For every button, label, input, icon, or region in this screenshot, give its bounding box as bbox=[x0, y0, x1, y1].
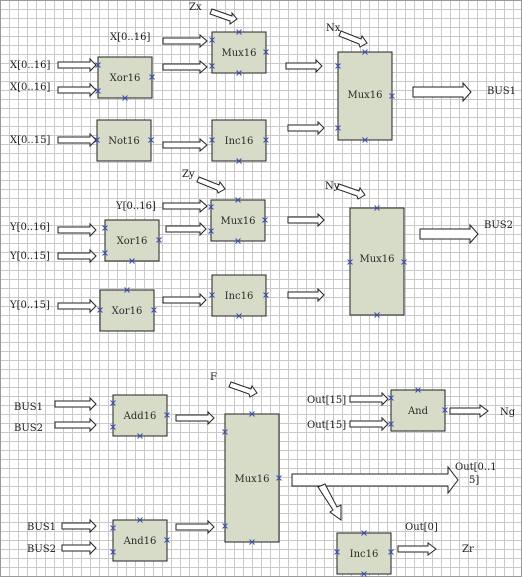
xor-y1-label: Xor16 bbox=[117, 236, 148, 247]
xor-to-mux-arrow bbox=[162, 59, 208, 75]
zr-label: Zr bbox=[462, 544, 474, 555]
xor-y2-label: Xor16 bbox=[112, 306, 143, 317]
out-bus-arrow bbox=[291, 465, 459, 495]
inc-y-to-ny-arrow bbox=[287, 287, 325, 303]
bus2-label-b: BUS2 bbox=[27, 544, 56, 555]
out-0-label: Out[0] bbox=[405, 522, 438, 533]
nx-arrow bbox=[338, 30, 368, 48]
mux-zx-label: Mux16 bbox=[221, 48, 256, 59]
bus2-label-a: BUS2 bbox=[14, 423, 43, 434]
out15-b-arrow bbox=[349, 416, 389, 432]
mux-f-label: Mux16 bbox=[234, 474, 269, 485]
f-arrow bbox=[228, 381, 258, 398]
xor-y1-to-mux-arrow bbox=[165, 221, 207, 237]
out15-label-a: Out[15] bbox=[307, 395, 346, 406]
add-to-mux-arrow bbox=[175, 410, 215, 426]
bus1-a-arrow bbox=[54, 396, 97, 412]
mux-f-block bbox=[224, 413, 280, 543]
x-in3-arrow bbox=[57, 132, 97, 148]
not-x-label: Not16 bbox=[108, 136, 140, 147]
out-to-inc-arrow bbox=[317, 483, 342, 521]
xor-x-label: Xor16 bbox=[110, 73, 141, 84]
zy-arrow bbox=[196, 176, 226, 194]
y-input-label-2: Y[0..15] bbox=[9, 251, 50, 262]
bus2-output-label: BUS2 bbox=[484, 220, 513, 231]
bus1-output-label: BUS1 bbox=[487, 86, 516, 97]
zr-arrow bbox=[397, 542, 437, 556]
mux-zx-block bbox=[211, 31, 267, 74]
mux-ny-block bbox=[349, 207, 405, 316]
bus1-b-arrow bbox=[61, 518, 97, 534]
y-input-label-top: Y[0..16] bbox=[115, 201, 156, 212]
nx-label: Nx bbox=[326, 23, 341, 34]
and-bus-block bbox=[112, 519, 168, 562]
mux-nx-label: Mux16 bbox=[347, 90, 382, 101]
ny-arrow bbox=[336, 183, 366, 200]
zx-arrow bbox=[209, 8, 238, 25]
ng-label: Ng bbox=[500, 407, 516, 418]
mux-zx-to-nx-arrow bbox=[285, 58, 323, 74]
x-in2-arrow bbox=[57, 82, 97, 98]
inc-x-label: Inc16 bbox=[225, 136, 254, 147]
inc-zr-label: Inc16 bbox=[350, 549, 379, 560]
x-top-arrow bbox=[162, 33, 208, 49]
y-in2-arrow bbox=[57, 248, 97, 264]
bus1-label-b: BUS1 bbox=[27, 522, 56, 533]
mux-zy-to-ny-arrow bbox=[287, 212, 325, 228]
out-0-15-label-line2: 5] bbox=[469, 475, 479, 486]
zx-label: Zx bbox=[189, 2, 202, 13]
out-0-15-label-line1: Out[0..1 bbox=[455, 462, 497, 473]
inc-x-to-nx-arrow bbox=[287, 120, 325, 136]
ny-label: Ny bbox=[325, 181, 340, 192]
x-input-label-3: X[0..15] bbox=[10, 135, 50, 146]
and-to-mux-arrow bbox=[175, 519, 215, 535]
bus1-label-a: BUS1 bbox=[14, 402, 43, 413]
and-bus-label: And16 bbox=[123, 536, 157, 547]
xor-y2-to-inc-arrow bbox=[162, 292, 207, 308]
mux-ny-label: Mux16 bbox=[359, 254, 394, 265]
bus2-b-arrow bbox=[61, 540, 97, 556]
y-input-label-1: Y[0..16] bbox=[9, 222, 50, 233]
out15-label-b: Out[15] bbox=[307, 420, 346, 431]
x-input-label-top: X[0..16] bbox=[110, 32, 150, 43]
bus1-arrow bbox=[412, 81, 472, 103]
not-to-inc-arrow bbox=[162, 137, 208, 153]
out15-a-arrow bbox=[349, 391, 389, 407]
bus2-a-arrow bbox=[54, 417, 97, 433]
xor-y1-block bbox=[104, 219, 160, 262]
ng-arrow bbox=[449, 404, 489, 418]
x-in1-arrow bbox=[57, 57, 97, 73]
y-in1-arrow bbox=[57, 222, 97, 238]
inc-y-label: Inc16 bbox=[225, 291, 254, 302]
bus2-arrow bbox=[419, 223, 479, 245]
and-ng-label: And bbox=[407, 406, 429, 417]
not-x-block bbox=[96, 119, 152, 162]
add-label: Add16 bbox=[123, 411, 157, 422]
zy-label: Zy bbox=[182, 169, 195, 180]
x-input-label-1: X[0..16] bbox=[10, 60, 50, 71]
xor-x-block bbox=[97, 56, 153, 99]
f-label: F bbox=[210, 372, 217, 383]
y-in3-arrow bbox=[57, 298, 97, 314]
y-top-arrow bbox=[162, 198, 208, 214]
y-input-label-3: Y[0..15] bbox=[9, 300, 50, 311]
mux-zy-label: Mux16 bbox=[220, 216, 255, 227]
x-input-label-2: X[0..16] bbox=[10, 82, 50, 93]
